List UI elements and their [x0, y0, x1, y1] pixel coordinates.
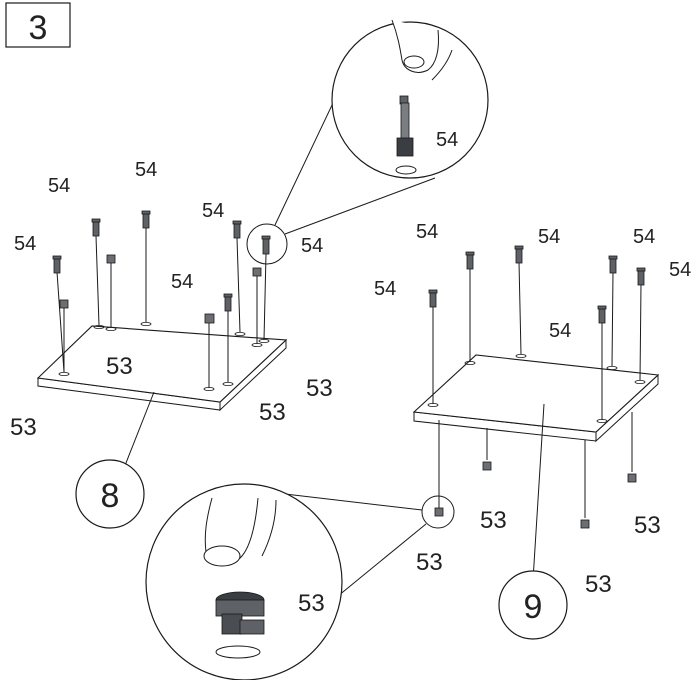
holes-right — [427, 353, 646, 423]
step-box: 3 — [5, 2, 71, 48]
part-label-54: 54 — [202, 200, 224, 222]
part-label-54: 54 — [669, 259, 691, 281]
part-label-54: 54 — [171, 271, 193, 293]
part-label-53: 53 — [306, 375, 333, 402]
magnifier-bottom — [145, 483, 343, 680]
part-label-54: 54 — [301, 235, 323, 257]
lock-guides-right — [438, 412, 633, 518]
detail-circle-left — [246, 223, 288, 265]
part-label-54: 54 — [48, 175, 70, 197]
part-labels-53: 53 53 53 53 53 53 53 53 53 — [10, 353, 661, 617]
part-label-54: 54 — [549, 320, 571, 342]
part-label-54: 54 — [135, 159, 157, 181]
part-label-54: 54 — [633, 226, 655, 248]
cam-lock-icon — [434, 461, 637, 529]
callout-leaders — [123, 391, 545, 581]
part-label-54: 54 — [436, 129, 458, 151]
bolt-icon — [52, 210, 271, 312]
panel-right — [412, 354, 660, 443]
bolt-icon — [428, 245, 646, 324]
holes-left — [58, 321, 270, 391]
callout-label-9: 9 — [524, 588, 543, 626]
part-label-54: 54 — [374, 278, 396, 300]
part-label-54: 54 — [14, 233, 36, 255]
panel-left — [36, 325, 288, 412]
part-label-53: 53 — [298, 590, 325, 617]
part-label-54: 54 — [416, 221, 438, 243]
step-number: 3 — [29, 9, 48, 47]
part-labels: 54 54 54 54 54 54 54 54 54 54 54 54 54 — [14, 129, 691, 342]
bolts-left — [56, 228, 267, 382]
magnifier-leaders-bottom — [267, 491, 427, 597]
part-label-53: 53 — [416, 549, 443, 576]
callout-label-8: 8 — [101, 477, 120, 515]
detail-circle-right — [421, 495, 455, 529]
part-label-53: 53 — [259, 399, 286, 426]
part-label-53: 53 — [585, 571, 612, 598]
cam-lock-icon — [59, 254, 262, 324]
magnifier-top — [331, 19, 489, 179]
part-label-53: 53 — [10, 414, 37, 441]
lock-guides-left — [63, 263, 258, 388]
callout-8: 8 — [75, 459, 145, 529]
part-label-53: 53 — [106, 353, 133, 380]
part-label-53: 53 — [480, 507, 507, 534]
callout-9: 9 — [498, 570, 568, 640]
bolts-right-guides — [432, 261, 642, 420]
part-label-53: 53 — [634, 512, 661, 539]
part-label-54: 54 — [538, 226, 560, 248]
